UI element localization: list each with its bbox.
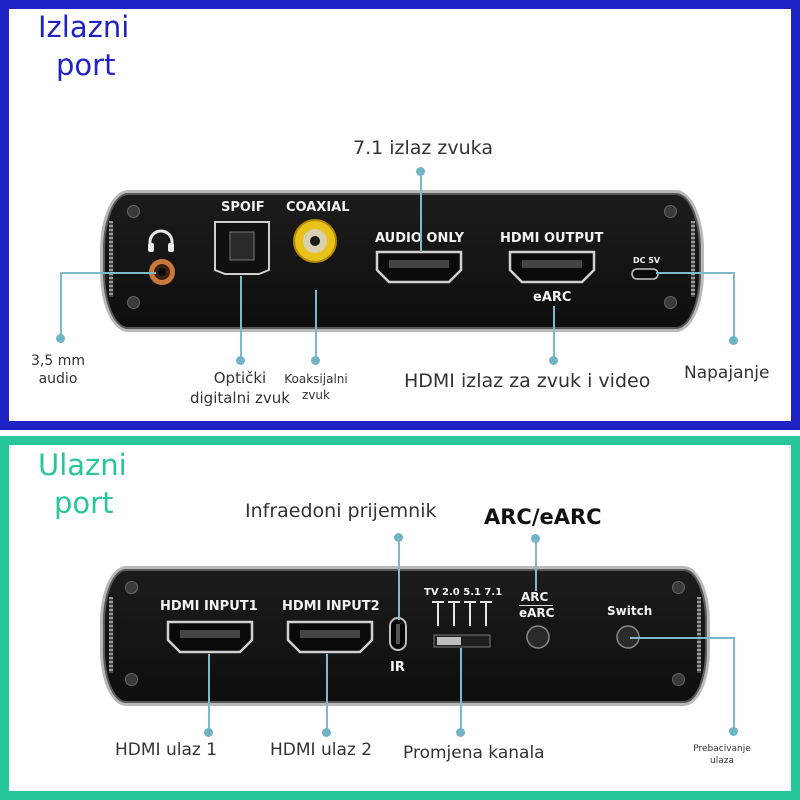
dc-label: DC 5V — [633, 256, 661, 265]
screw — [127, 205, 140, 218]
callout-coax: Koaksijalni zvuk — [270, 371, 362, 403]
ir-label: IR — [390, 660, 405, 675]
callout-line — [208, 654, 210, 730]
callout-line — [315, 290, 317, 358]
arc-button-icon[interactable] — [525, 624, 551, 650]
callout-line — [553, 306, 555, 358]
coaxial-port-icon — [293, 219, 337, 263]
hdmi-audio-port-icon — [375, 250, 463, 284]
right-grill — [691, 221, 695, 297]
callout-optical-line1: Optički — [213, 369, 267, 387]
output-panel-title: Izlazni port — [38, 8, 129, 84]
arc-label: ARC — [521, 590, 549, 604]
earc-input-label: eARC — [519, 606, 555, 620]
hdmi-input2-port-icon — [286, 620, 374, 654]
input-panel-title: Ulazni port — [38, 446, 127, 522]
spdif-label: SPOIF — [221, 200, 265, 215]
callout-optical: Optički digitalni zvuk — [150, 368, 330, 408]
callout-line — [420, 172, 422, 252]
callout-audio-71: 7.1 izlaz zvuka — [352, 137, 493, 159]
callout-hdmi-av: HDMI izlaz za zvuk i video — [404, 370, 651, 392]
callout-line — [60, 272, 156, 274]
screw — [672, 581, 685, 594]
coaxial-label: COAXIAL — [286, 200, 350, 215]
callout-line — [460, 648, 462, 730]
callout-line — [733, 637, 735, 729]
screw — [127, 296, 140, 309]
callout-line — [60, 272, 62, 337]
callout-dot — [204, 728, 213, 737]
screw — [672, 673, 685, 686]
tv-modes-label: TV 2.0 5.1 7.1 — [424, 587, 503, 598]
ir-receiver-icon — [389, 617, 407, 651]
callout-dot — [56, 334, 65, 343]
callout-coax-line2: zvuk — [302, 388, 330, 402]
output-title-line2: port — [56, 48, 116, 82]
callout-jack-line2: audio — [38, 371, 78, 387]
callout-line — [398, 538, 400, 620]
callout-dot — [394, 533, 403, 542]
callout-optical-line2: digitalni zvuk — [189, 389, 290, 407]
input-title-line1: Ulazni — [38, 448, 127, 482]
callout-arc-earc: ARC/eARC — [484, 505, 602, 529]
callout-line — [656, 272, 734, 274]
headphones-icon — [148, 229, 174, 252]
hdmi-output-label: HDMI OUTPUT — [500, 231, 604, 246]
callout-line — [733, 272, 735, 338]
dip-switch-icon[interactable] — [433, 634, 491, 648]
screw — [125, 581, 138, 594]
mode-markers-icon — [432, 601, 492, 626]
screw — [664, 296, 677, 309]
screw — [125, 673, 138, 686]
arc-divider — [519, 605, 553, 606]
callout-switch: Prebacivanje ulaza — [684, 743, 760, 767]
callout-dot — [416, 167, 425, 176]
callout-dot — [531, 534, 540, 543]
callout-hdmi-in1: HDMI ulaz 1 — [115, 740, 218, 760]
callout-switch-line2: ulaza — [710, 756, 734, 766]
callout-jack-line1: 3,5 mm — [31, 353, 85, 369]
callout-dot — [236, 356, 245, 365]
screw — [664, 205, 677, 218]
callout-dot — [729, 336, 738, 345]
output-title-line1: Izlazni — [38, 10, 130, 44]
callout-dot — [549, 356, 558, 365]
input-title-line2: port — [54, 486, 114, 520]
callout-hdmi-in2: HDMI ulaz 2 — [270, 740, 373, 760]
audio-only-label: AUDIO ONLY — [375, 231, 465, 246]
callout-coax-line1: Koaksijalni — [284, 372, 348, 386]
left-grill — [109, 597, 113, 673]
callout-jack: 3,5 mm audio — [18, 352, 98, 388]
callout-power: Napajanje — [684, 363, 770, 383]
callout-line — [535, 539, 537, 591]
callout-line — [240, 276, 242, 358]
callout-switch-line1: Prebacivanje — [693, 744, 751, 754]
callout-dot — [729, 727, 738, 736]
callout-infrared: Infraedoni prijemnik — [245, 500, 437, 522]
left-grill — [109, 221, 113, 297]
callout-dot — [311, 356, 320, 365]
callout-line — [630, 637, 734, 639]
audio-jack-icon — [149, 259, 175, 285]
callout-line — [326, 654, 328, 730]
hdmi-input1-port-icon — [166, 620, 254, 654]
hdmi-output-port-icon — [508, 250, 596, 284]
usb-c-port-icon — [631, 268, 659, 280]
optical-port-icon — [214, 221, 270, 275]
hdmi-input1-label: HDMI INPUT1 — [160, 599, 258, 614]
switch-label: Switch — [607, 604, 653, 618]
right-grill — [697, 597, 701, 673]
earc-label: eARC — [533, 290, 572, 305]
callout-channel: Promjena kanala — [403, 743, 545, 763]
callout-dot — [322, 728, 331, 737]
hdmi-input2-label: HDMI INPUT2 — [282, 599, 380, 614]
callout-dot — [456, 728, 465, 737]
